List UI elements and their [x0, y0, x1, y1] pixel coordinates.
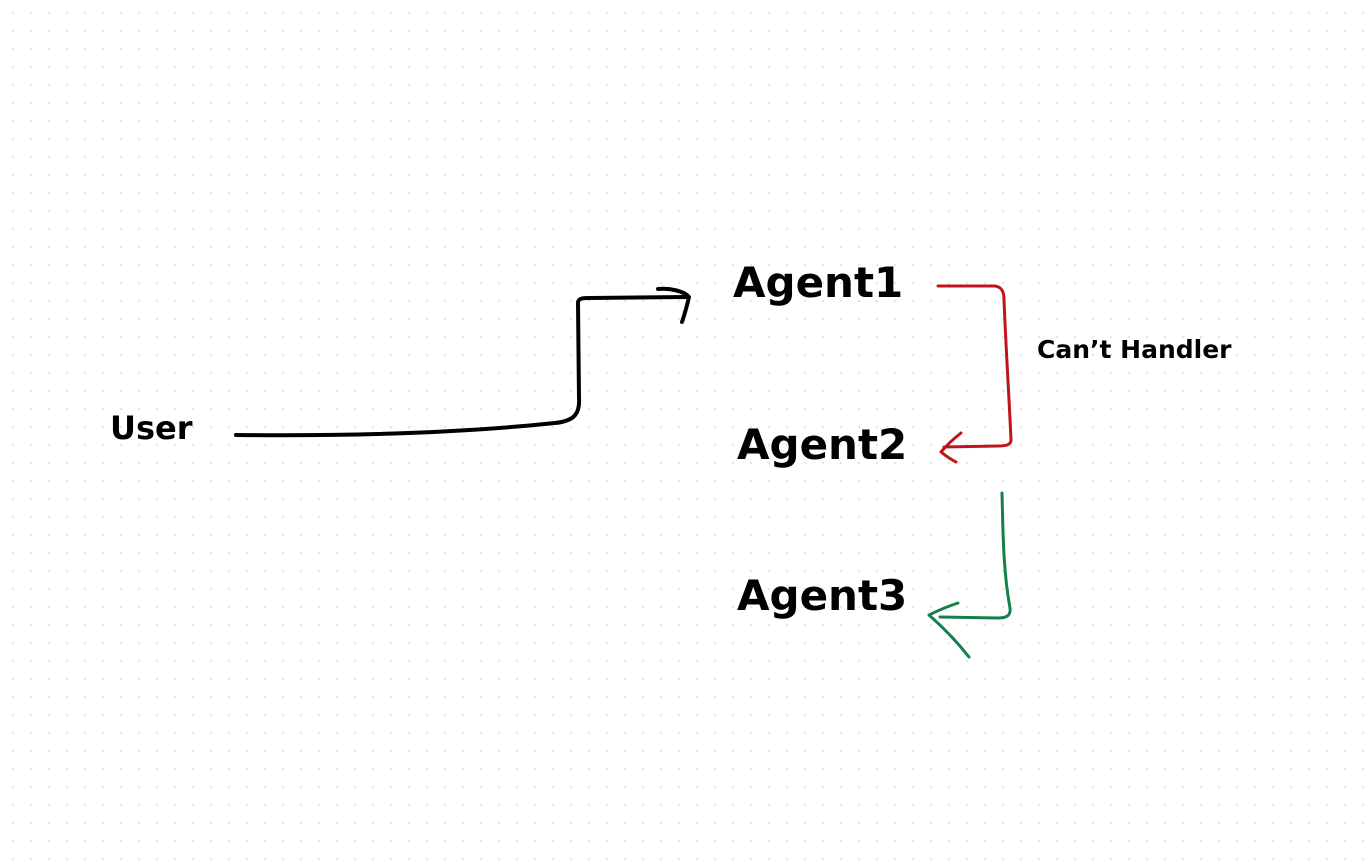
arrow-line-user-agent1: [234, 295, 690, 438]
node-agent2: Agent2: [737, 420, 908, 469]
node-agent3: Agent3: [737, 571, 908, 620]
arrow-line-agent2-agent3: [938, 491, 1012, 620]
edge-agent2-to-agent3: [927, 491, 1012, 659]
node-user: User: [110, 409, 193, 447]
edge-user-to-agent1: [234, 286, 691, 438]
arrowhead-agent1-agent2: [939, 431, 963, 464]
edge-agent1-to-agent2: [936, 284, 1013, 464]
node-agent1: Agent1: [733, 258, 904, 307]
arrow-line-agent1-agent2: [936, 284, 1013, 449]
arrowhead-agent2-agent3: [927, 601, 971, 659]
edge-label-cant-handler: Can’t Handler: [1037, 335, 1232, 364]
arrowhead-user-agent1: [656, 286, 691, 324]
